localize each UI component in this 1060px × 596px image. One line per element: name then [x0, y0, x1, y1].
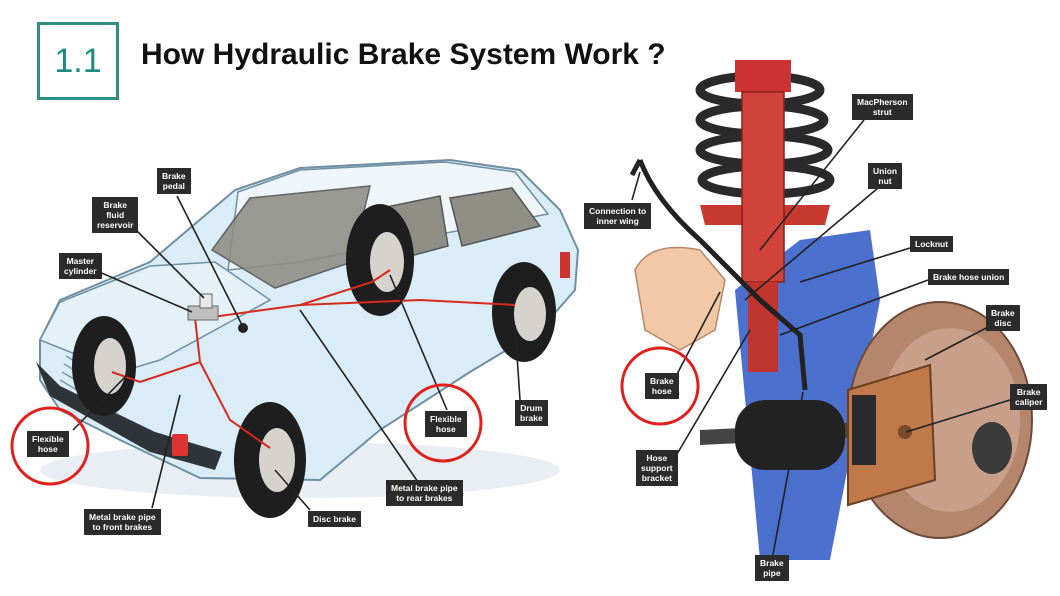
suspension-illustration — [629, 60, 1033, 560]
label-brake-pipe: Brake pipe — [755, 555, 789, 581]
label-flexible-hose-rear: Flexible hose — [425, 411, 467, 437]
highlight-circle-brake-hose — [620, 346, 700, 426]
label-brake-fluid-reservoir: Brake fluid reservoir — [92, 197, 139, 233]
leader-lines — [72, 119, 1011, 561]
label-master-cylinder: Master cylinder — [59, 253, 102, 279]
highlight-circle-rear-hose — [403, 383, 483, 463]
label-drum-brake: Drum brake — [515, 400, 548, 426]
label-connection-inner-wing: Connection to inner wing — [584, 203, 652, 229]
label-brake-disc: Brake disc — [986, 305, 1020, 331]
brake-hose-line — [637, 159, 808, 391]
page-title: How Hydraulic Brake System Work ? — [141, 38, 666, 71]
front-left-wheel — [72, 316, 136, 416]
section-number: 1.1 — [54, 41, 102, 80]
label-disc-brake: Disc brake — [308, 511, 361, 527]
label-metal-pipe-front: Metal brake pipe to front brakes — [84, 509, 161, 535]
label-locknut: Locknut — [910, 236, 954, 252]
label-brake-caliper: Brake caliper — [1010, 384, 1048, 410]
section-number-badge: 1.1 — [37, 22, 119, 100]
label-union-nut: Union nut — [868, 163, 903, 189]
label-macpherson-strut: MacPherson strut — [852, 94, 913, 120]
label-flexible-hose-front: Flexible hose — [27, 431, 69, 457]
label-metal-pipe-rear: Metal brake pipe to rear brakes — [386, 480, 463, 506]
label-hose-support-bracket: Hose support bracket — [636, 450, 678, 486]
highlight-circle-front-hose — [10, 406, 90, 486]
rear-right-wheel — [492, 262, 556, 362]
rear-left-wheel — [346, 204, 414, 316]
label-brake-hose: Brake hose — [645, 373, 679, 399]
label-brake-pedal: Brake pedal — [157, 168, 191, 194]
car-illustration — [36, 158, 580, 518]
front-right-wheel — [234, 402, 306, 518]
label-brake-hose-union: Brake hose union — [928, 269, 1010, 285]
